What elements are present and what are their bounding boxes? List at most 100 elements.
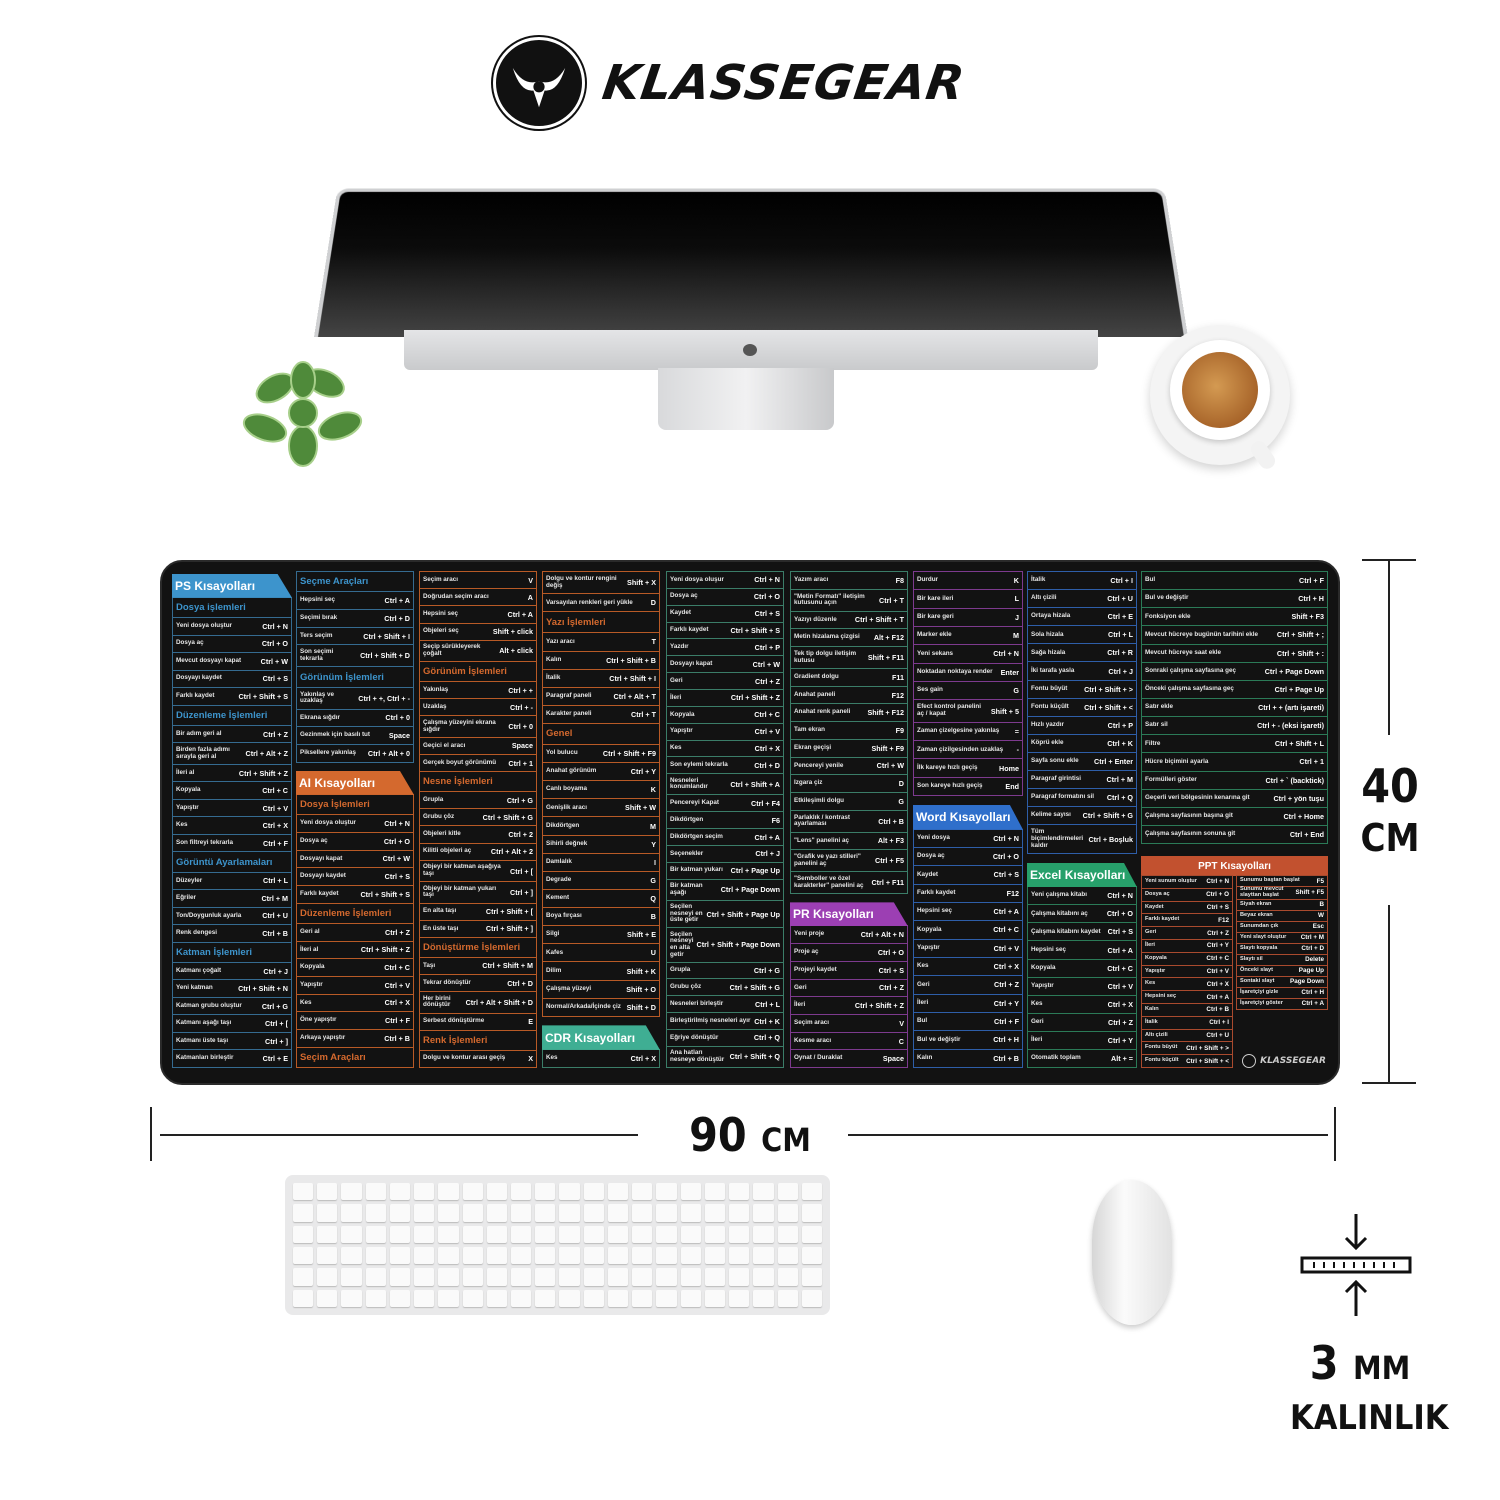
- shortcut-keys: Shift + W: [625, 803, 656, 812]
- shortcut-keys: Shift + F11: [868, 653, 904, 662]
- shortcut-keys: F12: [1218, 917, 1229, 924]
- shortcut-keys: Ctrl + F5: [875, 856, 904, 865]
- shortcut-row: KesCtrl + X: [296, 994, 414, 1013]
- shortcut-row: Pencereyi KapatCtrl + F4: [666, 794, 784, 812]
- shortcut-keys: Shift + E: [627, 930, 656, 939]
- shortcut-keys: Ctrl + W: [753, 660, 780, 669]
- shortcut-keys: Space: [512, 741, 533, 750]
- shortcut-label: Kaydet: [670, 610, 752, 617]
- shortcut-row: Oynat / DuraklatSpace: [790, 1049, 908, 1068]
- keyboard-key: [608, 1183, 628, 1200]
- shortcut-row: En alta taşıCtrl + Shift + [: [419, 903, 537, 921]
- shortcut-row: Gerçek boyut görünümüCtrl + 1: [419, 754, 537, 772]
- shortcut-row: Anahat renk paneliShift + F12: [790, 703, 908, 722]
- shortcut-row: "Grafik ve yazı stilleri" panelini açCtr…: [790, 849, 908, 872]
- shortcut-label: Katmanı aşağı taşı: [176, 1020, 262, 1027]
- keyboard-key: [487, 1226, 507, 1243]
- shortcut-label: Birleştirilmiş nesneleri ayır: [670, 1018, 751, 1025]
- shortcut-keys: Ctrl + D: [507, 979, 533, 988]
- shortcut-row: Yeni sunum oluşturCtrl + N: [1141, 875, 1233, 889]
- shortcut-label: Hücre biçimini ayarla: [1145, 759, 1296, 766]
- shortcut-row: Çalışma sayfasının sonuna gitCtrl + End: [1141, 825, 1328, 844]
- keyboard-key: [293, 1183, 313, 1200]
- keyboard-key: [438, 1268, 458, 1285]
- shortcut-label: Kes: [300, 1000, 382, 1007]
- height-dimension-line: [1388, 905, 1390, 1083]
- keyboard-key: [632, 1268, 652, 1285]
- keyboard-key: [753, 1247, 773, 1264]
- shortcut-keys: Ctrl + Shift + Z: [855, 1001, 904, 1010]
- shortcut-keys: Esc: [1313, 923, 1324, 930]
- shortcut-label: Birden fazla adımı sırayla geri al: [176, 747, 243, 760]
- shortcut-keys: Ctrl + S: [385, 872, 410, 881]
- shortcut-keys: Shift + K: [627, 967, 656, 976]
- shortcut-keys: U: [651, 948, 656, 957]
- shortcut-keys: Ctrl + W: [383, 854, 410, 863]
- shortcut-label: Kes: [176, 822, 260, 829]
- shortcut-label: Son kareye hızlı geçiş: [917, 783, 1002, 790]
- shortcut-keys: Page Up: [1299, 967, 1324, 974]
- height-dimension-line: [1388, 560, 1390, 735]
- shortcut-keys: Ctrl + Shift + <: [1186, 1058, 1229, 1065]
- shortcut-row: Seçim aracıV: [790, 1014, 908, 1033]
- shortcut-label: Dosya aç: [1145, 892, 1203, 898]
- shortcut-keys: Ctrl + Shift + Q: [730, 1052, 780, 1061]
- shortcut-keys: Ctrl + Page Up: [1275, 685, 1324, 694]
- shortcut-row: KesCtrl + X: [666, 740, 784, 758]
- shortcut-label: Yeni sunum oluştur: [1145, 879, 1203, 885]
- shortcut-row: GeriCtrl + Z: [1141, 926, 1233, 940]
- height-unit: CM: [1345, 812, 1435, 864]
- shortcut-label: Izgara çiz: [794, 780, 896, 787]
- shortcut-row: BulCtrl + F: [1141, 571, 1328, 590]
- shortcut-label: Yeni dosya oluşur: [670, 577, 751, 584]
- shortcut-row: Birleştirilmiş nesneleri ayırCtrl + K: [666, 1012, 784, 1030]
- shortcut-label: Doğrudan seçim aracı: [423, 594, 525, 601]
- shortcut-keys: Ctrl + S: [755, 609, 780, 618]
- keyboard-key: [463, 1290, 483, 1307]
- shortcut-label: Hepsini seç: [1145, 994, 1204, 1000]
- shortcut-keys: Ctrl + F4: [751, 799, 780, 808]
- shortcut-row: Varsayılan renkleri geri yükleD: [542, 593, 660, 612]
- shortcut-label: Bir kare ileri: [917, 596, 1012, 603]
- shortcut-row: TaşıCtrl + Shift + M: [419, 957, 537, 975]
- width-value: 90: [689, 1108, 747, 1162]
- shortcut-row: Geçici el aracıSpace: [419, 737, 537, 755]
- shortcut-label: Seçim aracı: [794, 1020, 896, 1027]
- shortcut-label: Farklı kaydet: [300, 891, 357, 898]
- thickness-caption: KALINLIK: [1290, 1398, 1435, 1438]
- shortcut-row: Normal/Arkada/İçinde çizShift + D: [542, 998, 660, 1017]
- shortcut-label: Siyah ekran: [1240, 902, 1316, 908]
- shortcut-row: Bir katman aşağıCtrl + Page Down: [666, 879, 784, 901]
- shortcut-label: Geçici el aracı: [423, 743, 509, 750]
- shortcut-keys: Ctrl + Y: [1108, 1036, 1133, 1045]
- keyboard-key: [681, 1268, 701, 1285]
- shortcut-row: Yeni dosya oluşurCtrl + N: [666, 571, 784, 589]
- shortcut-row: Yakınlaş ve uzaklaşCtrl + +, Ctrl + -: [296, 687, 414, 710]
- shortcut-row: Gradient dolguF11: [790, 668, 908, 687]
- keyboard-key: [753, 1183, 773, 1200]
- shortcut-keys: Ctrl + ` (backtick): [1265, 776, 1324, 785]
- keyboard-key: [463, 1226, 483, 1243]
- shortcut-row: Tüm biçimlendirmeleri kaldırCtrl + Boşlu…: [1027, 824, 1137, 854]
- shortcut-row: Sunumu mevcut slayttan başlatShift + F5: [1236, 886, 1328, 900]
- shortcut-keys: Alt + F12: [874, 633, 904, 642]
- keyboard-key: [317, 1290, 337, 1307]
- shortcut-label: Damlalık: [546, 859, 651, 866]
- shortcut-label: Kesme aracı: [794, 1038, 896, 1045]
- ppt-section-title: PPT Kısayolları: [1141, 856, 1328, 876]
- shortcut-row: Yeni sekansCtrl + N: [913, 644, 1023, 663]
- keyboard-key: [438, 1290, 458, 1307]
- shortcut-keys: Ctrl + H: [993, 1035, 1019, 1044]
- shortcut-keys: Ctrl + M: [1106, 775, 1133, 784]
- shortcut-row: Objeyi bir katman yukarı taşıCtrl + ]: [419, 881, 537, 903]
- shortcut-label: Kafes: [546, 950, 648, 957]
- shortcut-row: YapıştırCtrl + V: [1027, 977, 1137, 996]
- shortcut-row: Dosyayı kaydetCtrl + S: [172, 670, 292, 689]
- shortcut-label: Yazım aracı: [794, 577, 893, 584]
- brand-emblem-logo: [493, 37, 585, 129]
- shortcut-column: Seçme AraçlarıHepsini seçCtrl + ASeçimi …: [296, 572, 414, 1068]
- shortcut-keys: Ctrl + F: [263, 839, 288, 848]
- shortcut-label: Hızlı yazdır: [1031, 722, 1105, 729]
- shortcut-keys: Ctrl + +: [508, 686, 533, 695]
- shortcut-row: Seçilen nesneyi en üste getirCtrl + Shif…: [666, 900, 784, 929]
